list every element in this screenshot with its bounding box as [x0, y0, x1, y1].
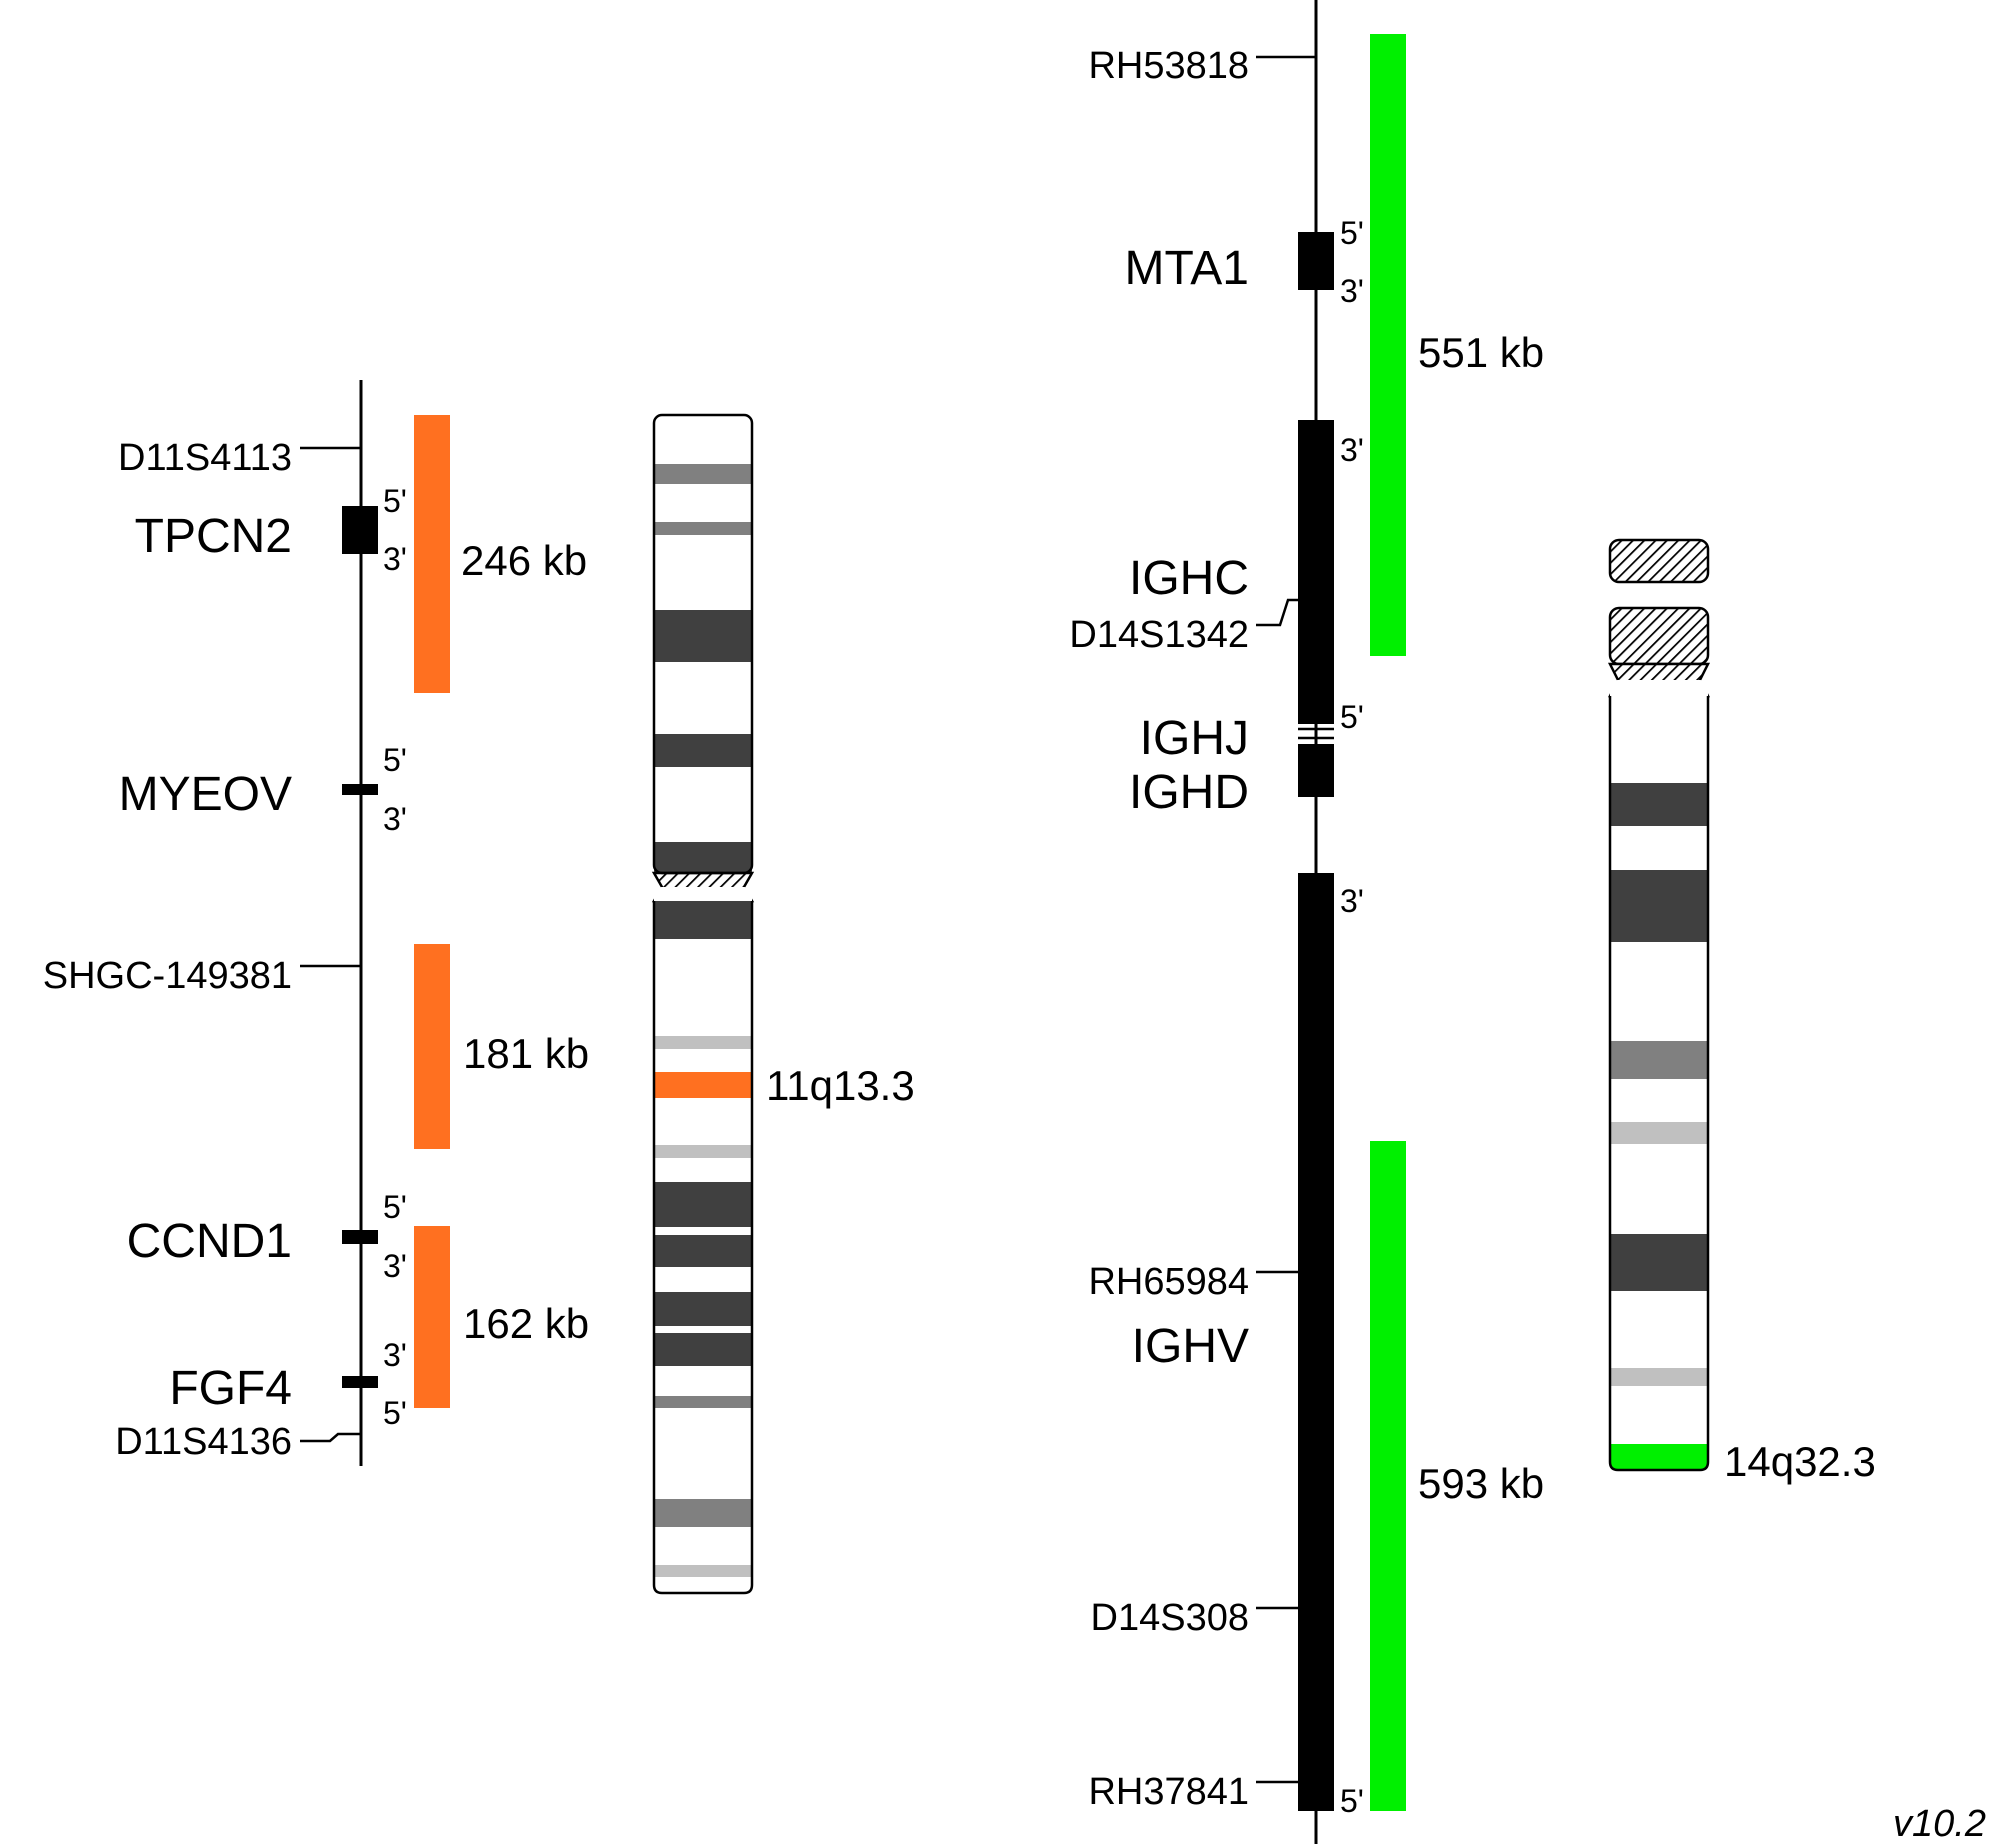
- chr14-band: [1610, 1122, 1708, 1144]
- probe-bar-162kb: [414, 1226, 450, 1408]
- chr11-p-arm-outline: [652, 413, 754, 875]
- probe-bar-181kb: [414, 944, 450, 1149]
- probe-size-551kb: 551 kb: [1418, 329, 1544, 376]
- chr11-band: [654, 1292, 752, 1326]
- chr14-band-14q32.3-highlight: [1610, 1444, 1708, 1470]
- version-label: v10.2: [1893, 1803, 1986, 1844]
- prime-5-ighv: 5': [1340, 1783, 1364, 1819]
- probe-size-181kb: 181 kb: [463, 1030, 589, 1077]
- chr14-map: RH53818 D14S1342 RH65984 D14S308 RH37841…: [1069, 0, 1544, 1844]
- chr11-band: [654, 464, 752, 484]
- chr11-band: [654, 1333, 752, 1366]
- band-label-14q32.3: 14q32.3: [1724, 1438, 1876, 1485]
- gene-block-fgf4: [342, 1376, 378, 1388]
- chr11-q-arm-outline: [652, 901, 754, 1595]
- chr14-band: [1610, 783, 1708, 826]
- chr14-band: [1610, 1041, 1708, 1079]
- chr11-map: D11S4113 SHGC-149381 D11S4136 TPCN2 MYEO…: [43, 380, 589, 1466]
- prime-3-ighc: 3': [1340, 432, 1364, 468]
- prime-3-fgf4: 3': [383, 1337, 407, 1373]
- prime-5-fgf4: 5': [383, 1395, 407, 1431]
- prime-5-myeov: 5': [383, 742, 407, 778]
- chr11-band: [654, 842, 752, 873]
- chr11-band: [654, 1235, 752, 1267]
- chr11-band: [654, 1396, 752, 1408]
- chr11-band-11q13.3-highlight: [654, 1072, 752, 1098]
- gene-block-ighd: [1298, 744, 1334, 797]
- gene-label-ighj: IGHJ: [1140, 712, 1249, 765]
- probe-bar-593kb: [1370, 1141, 1406, 1811]
- prime-3-ighv: 3': [1340, 883, 1364, 919]
- probe-size-246kb: 246 kb: [461, 537, 587, 584]
- probe-size-162kb: 162 kb: [463, 1300, 589, 1347]
- prime-5-ccnd1: 5': [383, 1189, 407, 1225]
- chr14-q-arm-outline: [1608, 696, 1710, 1472]
- probe-bar-551kb: [1370, 34, 1406, 656]
- chr11-band: [654, 1499, 752, 1527]
- chr11-band: [654, 1036, 752, 1049]
- prime-3-myeov: 3': [383, 801, 407, 837]
- prime-3-mta1: 3': [1340, 273, 1364, 309]
- chr11-band: [654, 610, 752, 662]
- gene-label-ighd: IGHD: [1129, 766, 1249, 819]
- prime-3-ccnd1: 3': [383, 1248, 407, 1284]
- gene-block-tpcn2: [342, 506, 378, 554]
- chr11-band: [654, 522, 752, 535]
- gene-label-ighc: IGHC: [1129, 552, 1249, 605]
- probe-bar-246kb: [414, 415, 450, 693]
- gene-label-fgf4: FGF4: [169, 1362, 292, 1415]
- prime-3-tpcn2: 3': [383, 541, 407, 577]
- gene-block-mta1: [1298, 232, 1334, 290]
- marker-label-rh37841: RH37841: [1088, 1771, 1249, 1813]
- marker-label-d14s308: D14S308: [1091, 1597, 1249, 1639]
- gene-label-ighv: IGHV: [1132, 1320, 1249, 1373]
- marker-label-d11s4136: D11S4136: [115, 1421, 292, 1463]
- gene-block-ighv: [1298, 873, 1334, 1811]
- marker-label-d14s1342: D14S1342: [1069, 614, 1249, 656]
- gene-label-mta1: MTA1: [1125, 242, 1249, 295]
- probe-size-593kb: 593 kb: [1418, 1460, 1544, 1507]
- gene-block-ccnd1: [342, 1230, 378, 1244]
- marker-label-d11s4113: D11S4113: [118, 437, 292, 479]
- gene-block-myeov: [342, 784, 378, 795]
- marker-tick-d11s4136: [300, 1432, 361, 1443]
- chr14-band: [1610, 1234, 1708, 1291]
- chr14-band: [1610, 870, 1708, 942]
- gene-label-tpcn2: TPCN2: [135, 510, 292, 563]
- gene-block-ighc: [1298, 420, 1334, 724]
- marker-label-shgc-149381: SHGC-149381: [43, 955, 292, 997]
- band-label-11q13.3: 11q13.3: [766, 1062, 915, 1109]
- gene-label-ccnd1: CCND1: [127, 1215, 292, 1268]
- chr14-ideogram: 14q32.3: [1607, 538, 1876, 1485]
- chr11-band: [654, 1145, 752, 1158]
- chr11-ideogram: 11q13.3: [651, 413, 915, 1595]
- marker-label-rh65984: RH65984: [1088, 1261, 1249, 1303]
- prime-5-ighc: 5': [1340, 699, 1364, 735]
- chr11-band: [654, 1565, 752, 1577]
- chr14-satellite: [1608, 538, 1710, 584]
- prime-5-tpcn2: 5': [383, 483, 407, 519]
- chr14-p-arm: [1608, 606, 1710, 666]
- chr11-band: [654, 901, 752, 939]
- marker-label-rh53818: RH53818: [1088, 45, 1249, 87]
- chr11-band: [654, 734, 752, 767]
- gene-label-myeov: MYEOV: [119, 768, 292, 821]
- chr11-band: [654, 1182, 752, 1227]
- prime-5-mta1: 5': [1340, 215, 1364, 251]
- chr14-band: [1610, 1368, 1708, 1386]
- marker-tick-d14s1342: [1256, 598, 1300, 627]
